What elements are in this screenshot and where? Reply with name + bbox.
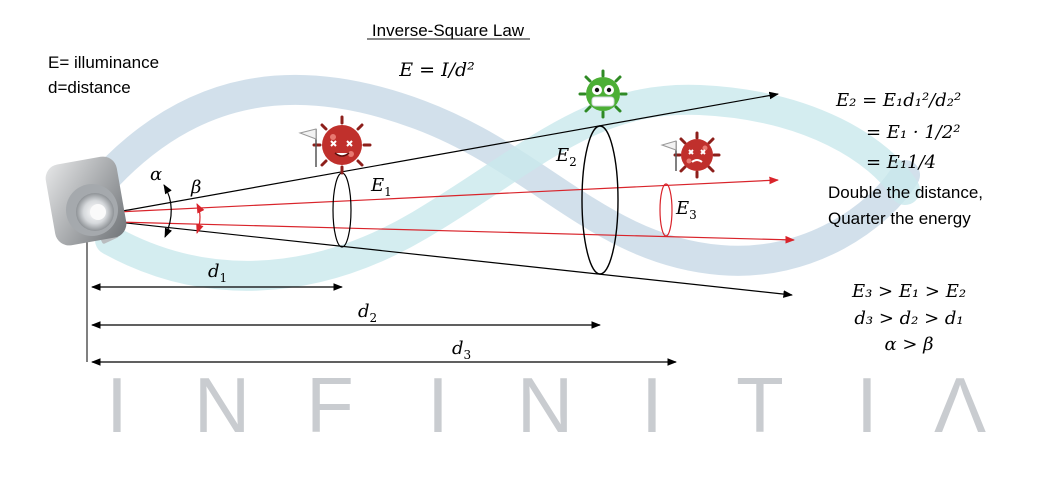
- beta-label: β: [190, 177, 201, 198]
- equation-line-3: = E₁1/4: [866, 152, 936, 173]
- watermark-letter: I: [856, 361, 878, 449]
- main-formula: E = I/d²: [398, 59, 475, 81]
- watermark-letter: F: [306, 361, 354, 449]
- watermark-letter: N: [517, 361, 573, 449]
- e1-label: E1: [370, 175, 392, 199]
- area-e2-ellipse: [581, 125, 619, 275]
- legend-illuminance: E= illuminance: [48, 53, 159, 72]
- red-ray-lower: [116, 221, 795, 244]
- watermark-letter: I: [641, 361, 663, 449]
- inequality-e: E₃ > E₁ > E₂: [851, 281, 966, 302]
- masked-virus-icon: [578, 69, 628, 119]
- led-lamp-icon: [45, 156, 127, 246]
- e2-label: E2: [555, 145, 577, 169]
- alpha-angle-arc: [163, 184, 173, 238]
- legend-distance: d=distance: [48, 78, 131, 97]
- watermark-text: I N F I N I T I Λ: [106, 361, 986, 449]
- beta-angle-arc: [196, 203, 205, 234]
- watermark-letter: N: [194, 361, 250, 449]
- black-ray-upper: [116, 91, 779, 213]
- e3-label: E3: [675, 198, 697, 222]
- watermark-letter: T: [736, 361, 784, 449]
- area-e3-ellipse: [659, 183, 673, 237]
- d1-label: d1: [208, 261, 227, 285]
- alpha-label: α: [150, 164, 162, 185]
- watermark-letter: I: [427, 361, 449, 449]
- dead-virus-icon: [660, 131, 721, 179]
- d2-label: d2: [358, 301, 377, 325]
- d3-label: d3: [452, 338, 471, 362]
- watermark: I N F I N I T I Λ: [80, 74, 986, 449]
- watermark-wave: [80, 74, 920, 291]
- note-double-distance: Double the distance,: [828, 183, 983, 202]
- watermark-letter: I: [106, 361, 128, 449]
- sick-virus-icon: [298, 115, 372, 175]
- equation-line-1: E₂ = E₁d₁²/d₂²: [835, 90, 961, 111]
- inequality-angle: α > β: [884, 334, 933, 355]
- area-e1-ellipse: [332, 172, 352, 248]
- black-ray-lower: [116, 221, 793, 298]
- equation-line-2: = E₁ · 1/2²: [866, 122, 961, 143]
- note-quarter-energy: Quarter the energy: [828, 209, 971, 228]
- watermark-letter: Λ: [934, 361, 986, 449]
- page-title: Inverse-Square Law: [372, 21, 525, 40]
- inequality-d: d₃ > d₂ > d₁: [854, 308, 963, 329]
